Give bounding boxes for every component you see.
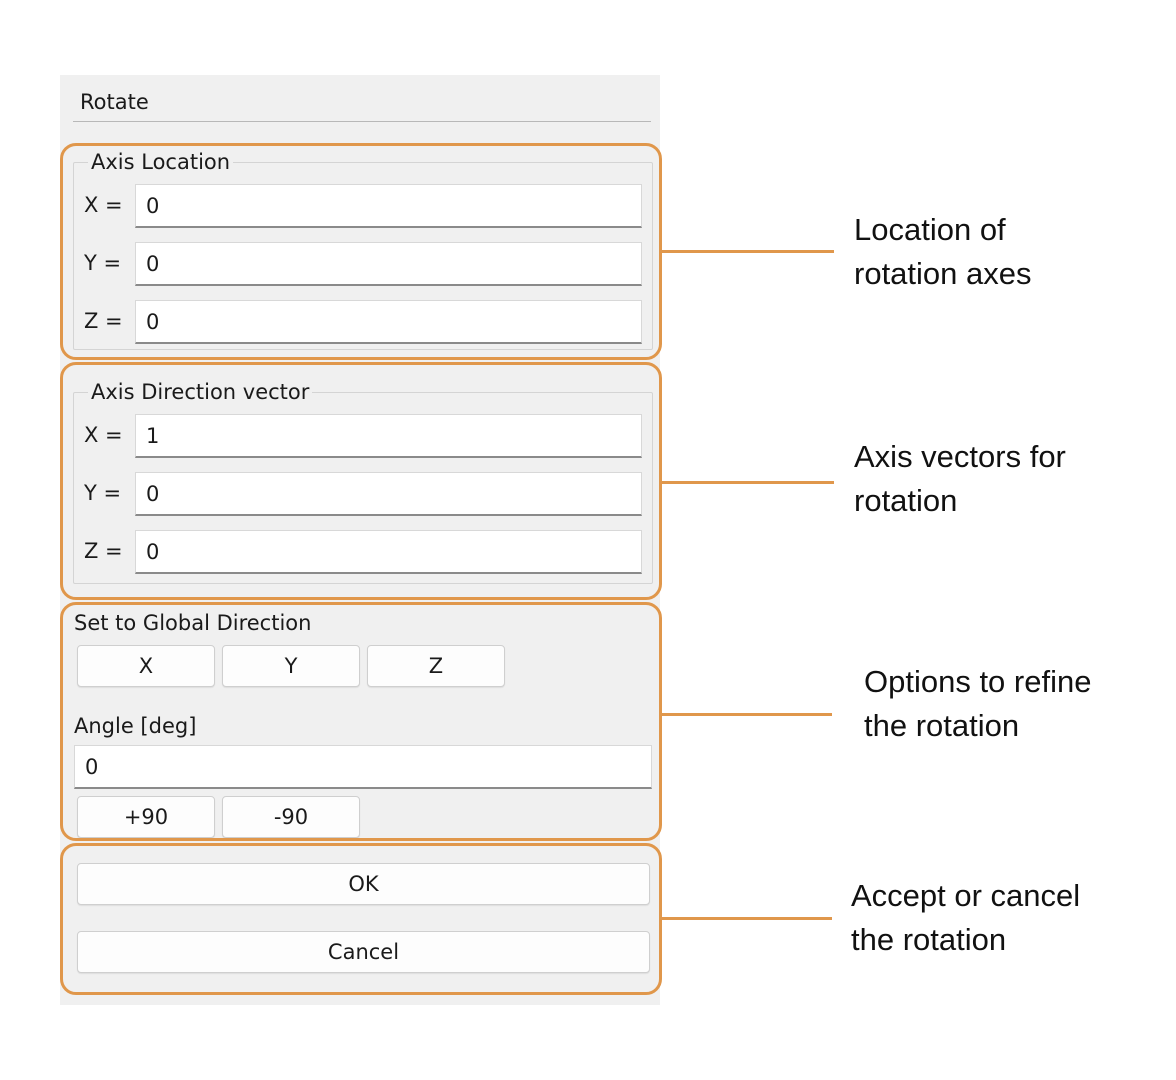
connector-line-2 — [662, 481, 834, 484]
global-y-button[interactable]: Y — [222, 645, 360, 687]
axis-direction-x-input[interactable]: 1 — [135, 414, 642, 458]
annotation-axis-vectors: Axis vectors for rotation — [854, 439, 1066, 518]
global-z-button[interactable]: Z — [367, 645, 505, 687]
annotation-refine: Options to refine the rotation — [864, 664, 1092, 743]
axis-location-legend: Axis Location — [88, 150, 234, 174]
axis-direction-group — [73, 392, 653, 584]
connector-line-4 — [662, 917, 832, 920]
angle-label: Angle [deg] — [74, 714, 197, 738]
cancel-button[interactable]: Cancel — [77, 931, 650, 973]
title-divider — [73, 121, 651, 122]
axis-direction-x-label: X = — [84, 423, 123, 447]
axis-direction-legend: Axis Direction vector — [88, 380, 313, 404]
annotation-location: Location of rotation axes — [854, 212, 1032, 291]
ok-button[interactable]: OK — [77, 863, 650, 905]
global-x-button[interactable]: X — [77, 645, 215, 687]
highlight-axis-direction — [60, 362, 662, 600]
axis-location-x-input[interactable]: 0 — [135, 184, 642, 228]
plus-90-button[interactable]: +90 — [77, 796, 215, 838]
axis-location-y-input[interactable]: 0 — [135, 242, 642, 286]
connector-line-1 — [662, 250, 834, 253]
axis-location-x-label: X = — [84, 193, 123, 217]
annotation-accept-cancel: Accept or cancel the rotation — [851, 878, 1081, 957]
axis-direction-z-input[interactable]: 0 — [135, 530, 642, 574]
axis-direction-y-label: Y = — [84, 481, 122, 505]
angle-input[interactable]: 0 — [74, 745, 652, 789]
connector-line-3 — [662, 713, 832, 716]
panel-title: Rotate — [80, 90, 149, 114]
axis-location-z-input[interactable]: 0 — [135, 300, 642, 344]
highlight-accept-cancel — [60, 843, 662, 995]
axis-location-group — [73, 162, 653, 350]
highlight-refine-options — [60, 602, 662, 841]
axis-direction-z-label: Z = — [84, 539, 123, 563]
minus-90-button[interactable]: -90 — [222, 796, 360, 838]
axis-location-z-label: Z = — [84, 309, 123, 333]
global-direction-label: Set to Global Direction — [74, 611, 312, 635]
highlight-axis-location — [60, 143, 662, 360]
axis-direction-y-input[interactable]: 0 — [135, 472, 642, 516]
axis-location-y-label: Y = — [84, 251, 122, 275]
